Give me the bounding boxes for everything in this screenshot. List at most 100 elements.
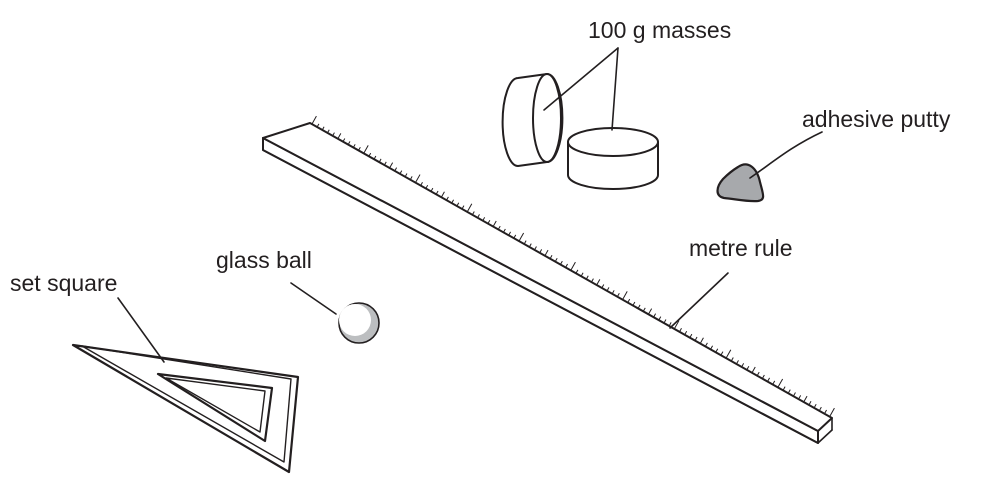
rule-tick bbox=[684, 330, 688, 335]
rule-tick bbox=[668, 322, 672, 326]
rule-tick bbox=[725, 349, 732, 358]
rule-tick bbox=[503, 228, 506, 233]
label-100g-masses: 100 g masses bbox=[588, 17, 731, 43]
rule-tick bbox=[347, 141, 351, 145]
rule-tick bbox=[384, 161, 387, 166]
rule-tick bbox=[513, 234, 517, 239]
rule-tick bbox=[492, 220, 497, 227]
rule-tick bbox=[814, 403, 817, 408]
rule-tick bbox=[316, 123, 320, 128]
rule-tick bbox=[751, 366, 756, 373]
rule-tick bbox=[798, 395, 802, 399]
glass-ball bbox=[338, 302, 380, 344]
rule-tick bbox=[710, 345, 714, 350]
rule-tick bbox=[612, 290, 615, 294]
rule-tick bbox=[498, 225, 501, 230]
rule-tick bbox=[378, 158, 382, 163]
rule-tick bbox=[446, 196, 449, 201]
metre-rule-edge bbox=[817, 429, 833, 444]
rule-tick bbox=[363, 145, 369, 154]
rule-tick bbox=[829, 407, 835, 417]
rule-tick bbox=[767, 377, 770, 382]
rule-tick bbox=[394, 167, 398, 171]
rule-tick bbox=[720, 351, 724, 355]
mass-lying bbox=[567, 127, 659, 190]
rule-tick bbox=[487, 219, 491, 224]
label-glass-ball: glass ball bbox=[216, 247, 312, 273]
label-adhesive-putty: adhesive putty bbox=[802, 106, 951, 132]
rule-tick bbox=[575, 269, 579, 274]
rule-tick bbox=[679, 328, 682, 332]
rule-tick bbox=[482, 217, 486, 221]
rule-tick bbox=[342, 138, 346, 142]
label-metre-rule: metre rule bbox=[689, 235, 793, 261]
rule-tick bbox=[456, 202, 460, 207]
rule-tick bbox=[441, 191, 445, 198]
adhesive-putty bbox=[716, 163, 765, 203]
set-square bbox=[71, 343, 300, 474]
rule-tick bbox=[591, 278, 594, 282]
rule-tick bbox=[534, 246, 537, 250]
rule-tick bbox=[529, 243, 532, 247]
rule-tick bbox=[803, 395, 808, 402]
rule-tick bbox=[793, 392, 796, 396]
rule-tick bbox=[311, 115, 317, 125]
rule-tick bbox=[731, 357, 734, 361]
rule-tick bbox=[466, 203, 473, 212]
rule-tick bbox=[472, 211, 475, 215]
rule-tick bbox=[637, 304, 641, 309]
rule-tick bbox=[648, 308, 653, 315]
rule-tick bbox=[544, 249, 549, 256]
rule-tick bbox=[523, 240, 527, 244]
rule-tick bbox=[757, 371, 760, 376]
rule-tick bbox=[508, 231, 511, 236]
rule-tick bbox=[549, 255, 553, 259]
rule-tick bbox=[539, 249, 543, 253]
rule-tick bbox=[565, 263, 568, 268]
metre-rule bbox=[262, 115, 835, 444]
rule-tick bbox=[674, 320, 680, 329]
rule-tick bbox=[663, 319, 667, 323]
rule-tick bbox=[772, 380, 776, 385]
rule-tick bbox=[694, 336, 698, 341]
rule-tick bbox=[601, 284, 605, 288]
rule-tick bbox=[824, 409, 827, 414]
rule-tick bbox=[477, 214, 480, 218]
rule-tick bbox=[570, 261, 576, 271]
rule-tick bbox=[746, 365, 750, 370]
rule-tick bbox=[389, 162, 394, 169]
rule-tick bbox=[606, 287, 610, 291]
rule-tick bbox=[399, 170, 403, 174]
rule-tick bbox=[353, 144, 356, 148]
rule-tick bbox=[415, 174, 421, 183]
label-set-square: set square bbox=[10, 270, 117, 296]
rule-tick bbox=[819, 406, 822, 411]
rule-tick bbox=[321, 126, 325, 131]
rule-tick bbox=[643, 307, 646, 312]
rule-tick bbox=[368, 152, 372, 157]
rule-tick bbox=[586, 275, 589, 280]
rule-tick bbox=[560, 260, 563, 265]
rule-tick bbox=[596, 279, 601, 285]
rule-tick bbox=[518, 232, 525, 242]
rule-tick bbox=[777, 378, 784, 388]
rule-tick bbox=[435, 190, 439, 195]
rule-tick bbox=[404, 173, 408, 177]
rule-tick bbox=[555, 257, 558, 262]
rule-tick bbox=[705, 342, 708, 347]
rule-tick bbox=[420, 182, 423, 186]
rule-tick bbox=[808, 401, 812, 405]
rule-tick bbox=[451, 199, 455, 204]
rule-tick bbox=[653, 313, 657, 317]
rule-tick bbox=[425, 184, 429, 189]
rule-tick bbox=[622, 291, 628, 300]
rule-tick bbox=[373, 155, 377, 160]
rule-tick bbox=[788, 389, 791, 393]
rule-tick bbox=[461, 205, 465, 209]
rule-tick bbox=[632, 301, 636, 306]
rule-tick bbox=[762, 374, 765, 379]
rule-tick bbox=[580, 272, 584, 277]
rule-tick bbox=[617, 292, 620, 297]
